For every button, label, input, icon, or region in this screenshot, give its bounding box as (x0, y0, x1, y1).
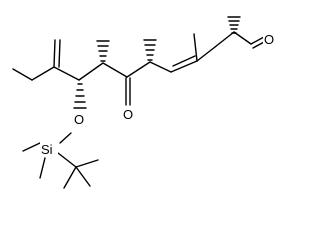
bond-aldehyde-co-1 (250, 36, 265, 45)
bond-c10-c11 (31, 66, 55, 81)
skeletal-bonds (12, 16, 267, 189)
bond-c4-c5-1 (170, 60, 198, 73)
bond-c7-c8 (102, 62, 128, 78)
bond-c6-c7 (126, 61, 151, 78)
bond-o-si (59, 132, 72, 144)
bond-c9-c10 (53, 66, 80, 81)
bond-c5-c6 (149, 61, 172, 73)
bond-methylene-1 (53, 39, 56, 68)
bond-si-methyl-down (39, 157, 46, 179)
aldehyde-oxygen-label: O (264, 32, 274, 47)
bond-tbu-methyl-1 (75, 159, 99, 168)
bond-si-tbutyl (57, 152, 77, 168)
bond-c8-c9 (78, 62, 104, 81)
bond-c11-c12 (12, 68, 33, 81)
silicon-label: Si (41, 142, 53, 157)
hashed-methyl-c8 (96, 40, 110, 62)
molecule-structure: O O O Si (12, 16, 275, 189)
bond-c4-methyl (193, 33, 198, 62)
ketone-oxygen-label: O (123, 107, 133, 122)
hashed-methyl-c6 (143, 39, 157, 61)
bond-si-methyl-left (22, 142, 41, 152)
bond-tbu-methyl-2 (75, 166, 91, 187)
bond-c4-c5-2 (172, 55, 196, 67)
atom-labels: O O O Si (40, 31, 275, 157)
hashed-bond-c9-oxygen (73, 83, 87, 109)
bond-methylene-2 (58, 39, 61, 68)
bond-c2-c3 (214, 31, 235, 48)
hashed-methyl-c2 (227, 16, 241, 34)
ether-oxygen-label: O (74, 112, 84, 127)
bond-aldehyde-cc (233, 31, 252, 45)
bond-c3-c4 (196, 46, 216, 62)
bond-tbu-methyl-3 (63, 166, 77, 189)
